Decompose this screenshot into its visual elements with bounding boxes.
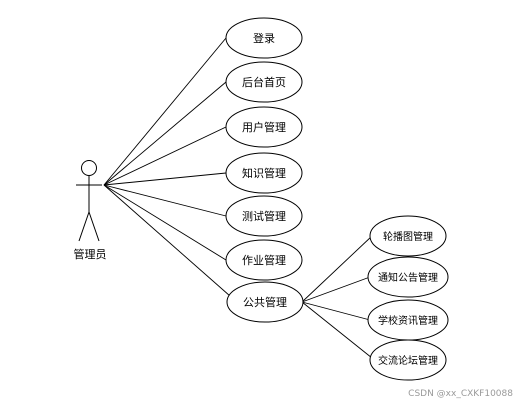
watermark-text: CSDN @xx_CXKF10088: [408, 389, 513, 399]
association-line-carousel-management: [301, 235, 373, 303]
actor-right-leg: [88, 211, 100, 242]
actor-figure: [76, 160, 102, 242]
use-case-user-management[interactable]: 用户管理: [225, 106, 303, 148]
use-case-notice-management-ellipse: [367, 256, 449, 298]
use-case-notice-management-label: 通知公告管理: [378, 271, 438, 284]
sub-use-cases: 轮播图管理 通知公告管理 学校资讯管理 交流论坛管理: [367, 215, 449, 381]
use-case-carousel-management-label: 轮播图管理: [383, 230, 433, 243]
actor-label: 管理员: [74, 247, 107, 261]
association-line-login: [103, 37, 227, 186]
use-case-user-management-ellipse: [225, 106, 303, 148]
use-case-school-news-management-label: 学校资讯管理: [378, 314, 438, 327]
use-case-public-management-label: 公共管理: [243, 295, 287, 309]
use-case-knowledge-management-ellipse: [225, 152, 303, 194]
association-line-school-news-management: [301, 301, 371, 321]
association-line-user-management: [103, 126, 227, 186]
use-case-backend-home-label: 后台首页: [242, 75, 286, 89]
use-case-forum-management-ellipse: [369, 339, 447, 381]
association-line-knowledge-management: [103, 172, 227, 186]
use-case-login[interactable]: 登录: [225, 17, 303, 59]
use-case-login-label: 登录: [253, 31, 275, 45]
use-case-homework-management-ellipse: [225, 239, 303, 281]
use-case-homework-management-label: 作业管理: [242, 253, 286, 267]
main-use-cases: 登录 后台首页 用户管理 知识管理 测试管理 作业管理 公共管理: [225, 17, 304, 323]
actor-left-leg: [78, 211, 90, 242]
use-case-forum-management[interactable]: 交流论坛管理: [369, 339, 447, 381]
use-case-forum-management-label: 交流论坛管理: [378, 354, 438, 367]
use-case-test-management-ellipse: [225, 195, 303, 237]
use-case-backend-home[interactable]: 后台首页: [225, 61, 303, 103]
use-case-test-management[interactable]: 测试管理: [225, 195, 303, 237]
use-case-school-news-management[interactable]: 学校资讯管理: [367, 299, 449, 341]
association-lines: [103, 37, 373, 359]
association-line-backend-home: [103, 81, 227, 186]
association-line-test-management: [103, 184, 227, 217]
association-line-forum-management: [301, 301, 373, 359]
use-case-homework-management[interactable]: 作业管理: [225, 239, 303, 281]
use-case-public-management-ellipse: [226, 281, 304, 323]
actor-head: [81, 160, 97, 176]
use-case-carousel-management[interactable]: 轮播图管理: [369, 215, 447, 257]
use-case-knowledge-management[interactable]: 知识管理: [225, 152, 303, 194]
use-case-knowledge-management-label: 知识管理: [242, 166, 286, 180]
use-case-public-management[interactable]: 公共管理: [226, 281, 304, 323]
use-case-backend-home-ellipse: [225, 61, 303, 103]
use-case-carousel-management-ellipse: [369, 215, 447, 257]
use-case-login-ellipse: [225, 17, 303, 59]
association-line-notice-management: [301, 276, 371, 303]
use-case-user-management-label: 用户管理: [242, 120, 286, 134]
association-line-public-management: [103, 184, 231, 297]
association-line-homework-management: [103, 184, 227, 261]
use-case-notice-management[interactable]: 通知公告管理: [367, 256, 449, 298]
use-case-test-management-label: 测试管理: [242, 209, 286, 223]
